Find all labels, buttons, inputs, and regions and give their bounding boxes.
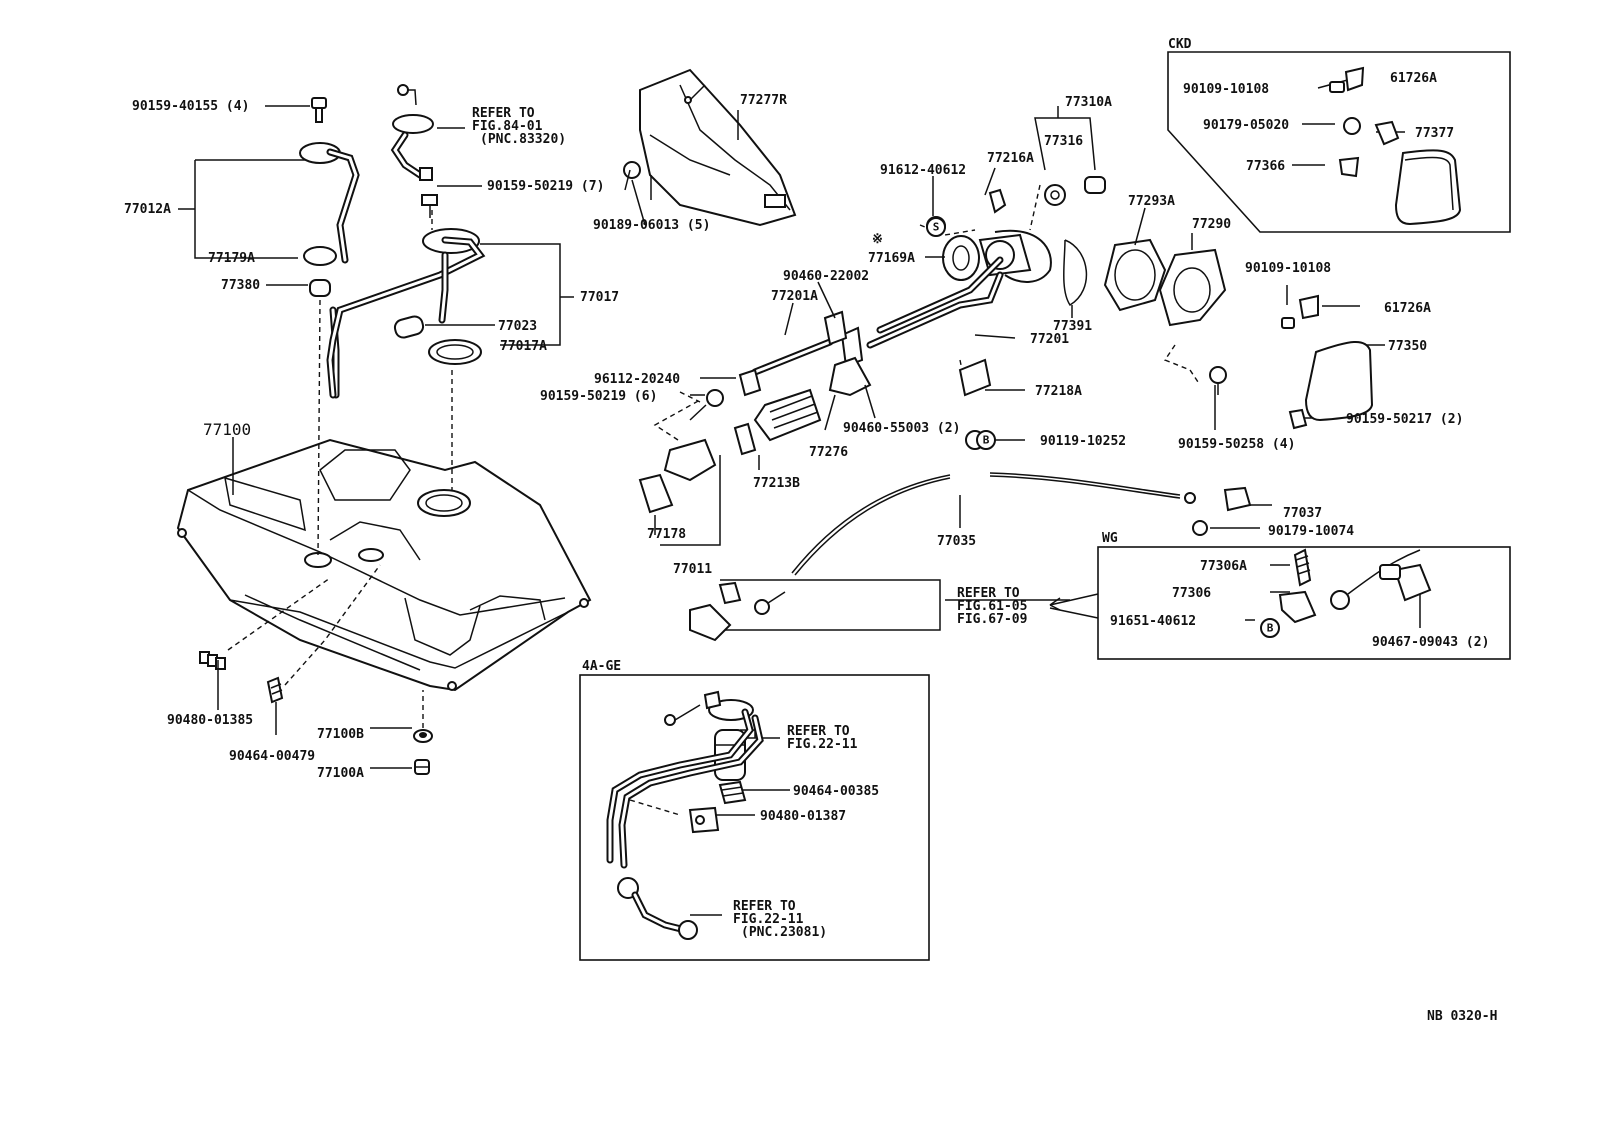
ref-fig-84-01: REFER TO FIG.84-01 (PNC.83320) [472,106,566,147]
fuel-line-assembly-drawing [326,84,486,399]
label-77201: 77201 [1030,332,1069,347]
fuel-lid-drawing [1281,294,1374,430]
label-77310A: 77310A [1065,95,1112,110]
label-90159-50219-7: 90159-50219 (7) [487,179,604,194]
label-90159-40155: 90159-40155 (4) [132,99,249,114]
opener-cable-drawing [791,472,1252,576]
label-91651-40612: 91651-40612 [1110,614,1196,629]
inset-4a-ge: 4A-GE [579,659,930,961]
label-90464-00385: 90464-00385 [793,784,879,799]
label-77290: 77290 [1192,217,1231,232]
label-77011: 77011 [673,562,712,577]
label-90159-50219-6: 90159-50219 (6) [540,389,657,404]
label-77023: 77023 [498,319,537,334]
opener-lever-drawing [689,579,1070,642]
symbol-b-marker-1: B [976,430,996,450]
label-77277R: 77277R [740,93,787,108]
svg-text:B: B [1267,622,1274,635]
label-77380: 77380 [221,278,260,293]
svg-text:B: B [983,434,990,447]
label-77100B: 77100B [317,727,364,742]
svg-text:(PNC.83320): (PNC.83320) [480,132,566,147]
label-77035: 77035 [937,534,976,549]
label-77201A: 77201A [771,289,818,304]
label-77276: 77276 [809,445,848,460]
note-asterisk: ※ [872,232,883,247]
label-90159-50258: 90159-50258 (4) [1178,437,1295,452]
fuel-tank-drawing [176,438,592,692]
label-90480-01385: 90480-01385 [167,713,253,728]
svg-text:FIG.84-01: FIG.84-01 [472,119,543,134]
label-77179A: 77179A [208,251,255,266]
ref-fig-61-05: REFER TO FIG.61-05 FIG.67-09 [957,586,1027,627]
inset-wg: WG [1097,531,1511,660]
svg-text:FIG.22-11: FIG.22-11 [787,737,858,752]
label-61726A: 61726A [1384,301,1431,316]
label-90119-10252: 90119-10252 [1040,434,1126,449]
label-61726A-ckd: 61726A [1390,71,1437,86]
symbol-b-marker-2: B [1260,618,1280,638]
tank-hardware-drawings [199,651,433,775]
inset-4a-ge-title: 4A-GE [582,659,621,674]
label-77366: 77366 [1246,159,1285,174]
label-77178: 77178 [647,527,686,542]
inset-ckd-title: CKD [1168,37,1192,52]
label-90189-06013: 90189-06013 (5) [593,218,710,233]
label-77216A: 77216A [987,151,1034,166]
label-90480-01387: 90480-01387 [760,809,846,824]
reference-arrows [1049,593,1099,619]
svg-text:REFER TO: REFER TO [733,899,796,914]
label-77100A: 77100A [317,766,364,781]
symbol-s-marker: S [926,217,946,237]
svg-text:FIG.67-09: FIG.67-09 [957,612,1027,627]
guide-lines [227,184,1201,816]
label-77316: 77316 [1044,134,1083,149]
leader-lines [178,77,1421,916]
svg-text:S: S [933,221,940,234]
reference-notes: REFER TO FIG.84-01 (PNC.83320) REFER TO … [472,106,1027,940]
label-90109-10108-ckd: 90109-10108 [1183,82,1269,97]
label-77293A: 77293A [1128,194,1175,209]
label-77391: 77391 [1053,319,1092,334]
label-90159-50217: 90159-50217 (2) [1346,412,1463,427]
label-77306: 77306 [1172,586,1211,601]
label-77169A: 77169A [868,251,915,266]
label-77218A: 77218A [1035,384,1082,399]
label-90464-00479: 90464-00479 [229,749,315,764]
label-77213B: 77213B [753,476,800,491]
label-77100: 77100 [203,420,251,439]
svg-text:REFER TO: REFER TO [957,586,1020,601]
label-90179-05020: 90179-05020 [1203,118,1289,133]
svg-text:FIG.22-11: FIG.22-11 [733,912,804,927]
diagram-code: NB 0320-H [1427,1009,1497,1024]
heat-shield-drawing [623,68,797,227]
svg-text:REFER TO: REFER TO [472,106,535,121]
svg-text:FIG.61-05: FIG.61-05 [957,599,1027,614]
label-90460-22002: 90460-22002 [783,269,869,284]
label-77350: 77350 [1388,339,1427,354]
filler-pipe-drawing [638,256,1004,514]
label-77012A: 77012A [124,202,171,217]
label-96112-20240: 96112-20240 [594,372,680,387]
label-91612-40612: 91612-40612 [880,163,966,178]
svg-text:(PNC.23081): (PNC.23081) [741,925,827,940]
part-labels: 90159-40155 (4) 77012A 77179A 77380 9015… [124,71,1489,824]
label-77017A: 77017A [500,339,547,354]
inset-wg-title: WG [1102,531,1118,546]
ref-fig-22-11-a: REFER TO FIG.22-11 [787,724,858,752]
ref-fig-22-11-b: REFER TO FIG.22-11 (PNC.23081) [733,899,827,940]
inset-ckd: CKD [1167,37,1511,233]
svg-text:REFER TO: REFER TO [787,724,850,739]
label-90179-10074: 90179-10074 [1268,524,1354,539]
label-77377: 77377 [1415,126,1454,141]
label-77017: 77017 [580,290,619,305]
label-77037: 77037 [1283,506,1322,521]
label-90109-10108: 90109-10108 [1245,261,1331,276]
label-90460-55003: 90460-55003 (2) [843,421,960,436]
label-77306A: 77306A [1200,559,1247,574]
label-90467-09043: 90467-09043 (2) [1372,635,1489,650]
